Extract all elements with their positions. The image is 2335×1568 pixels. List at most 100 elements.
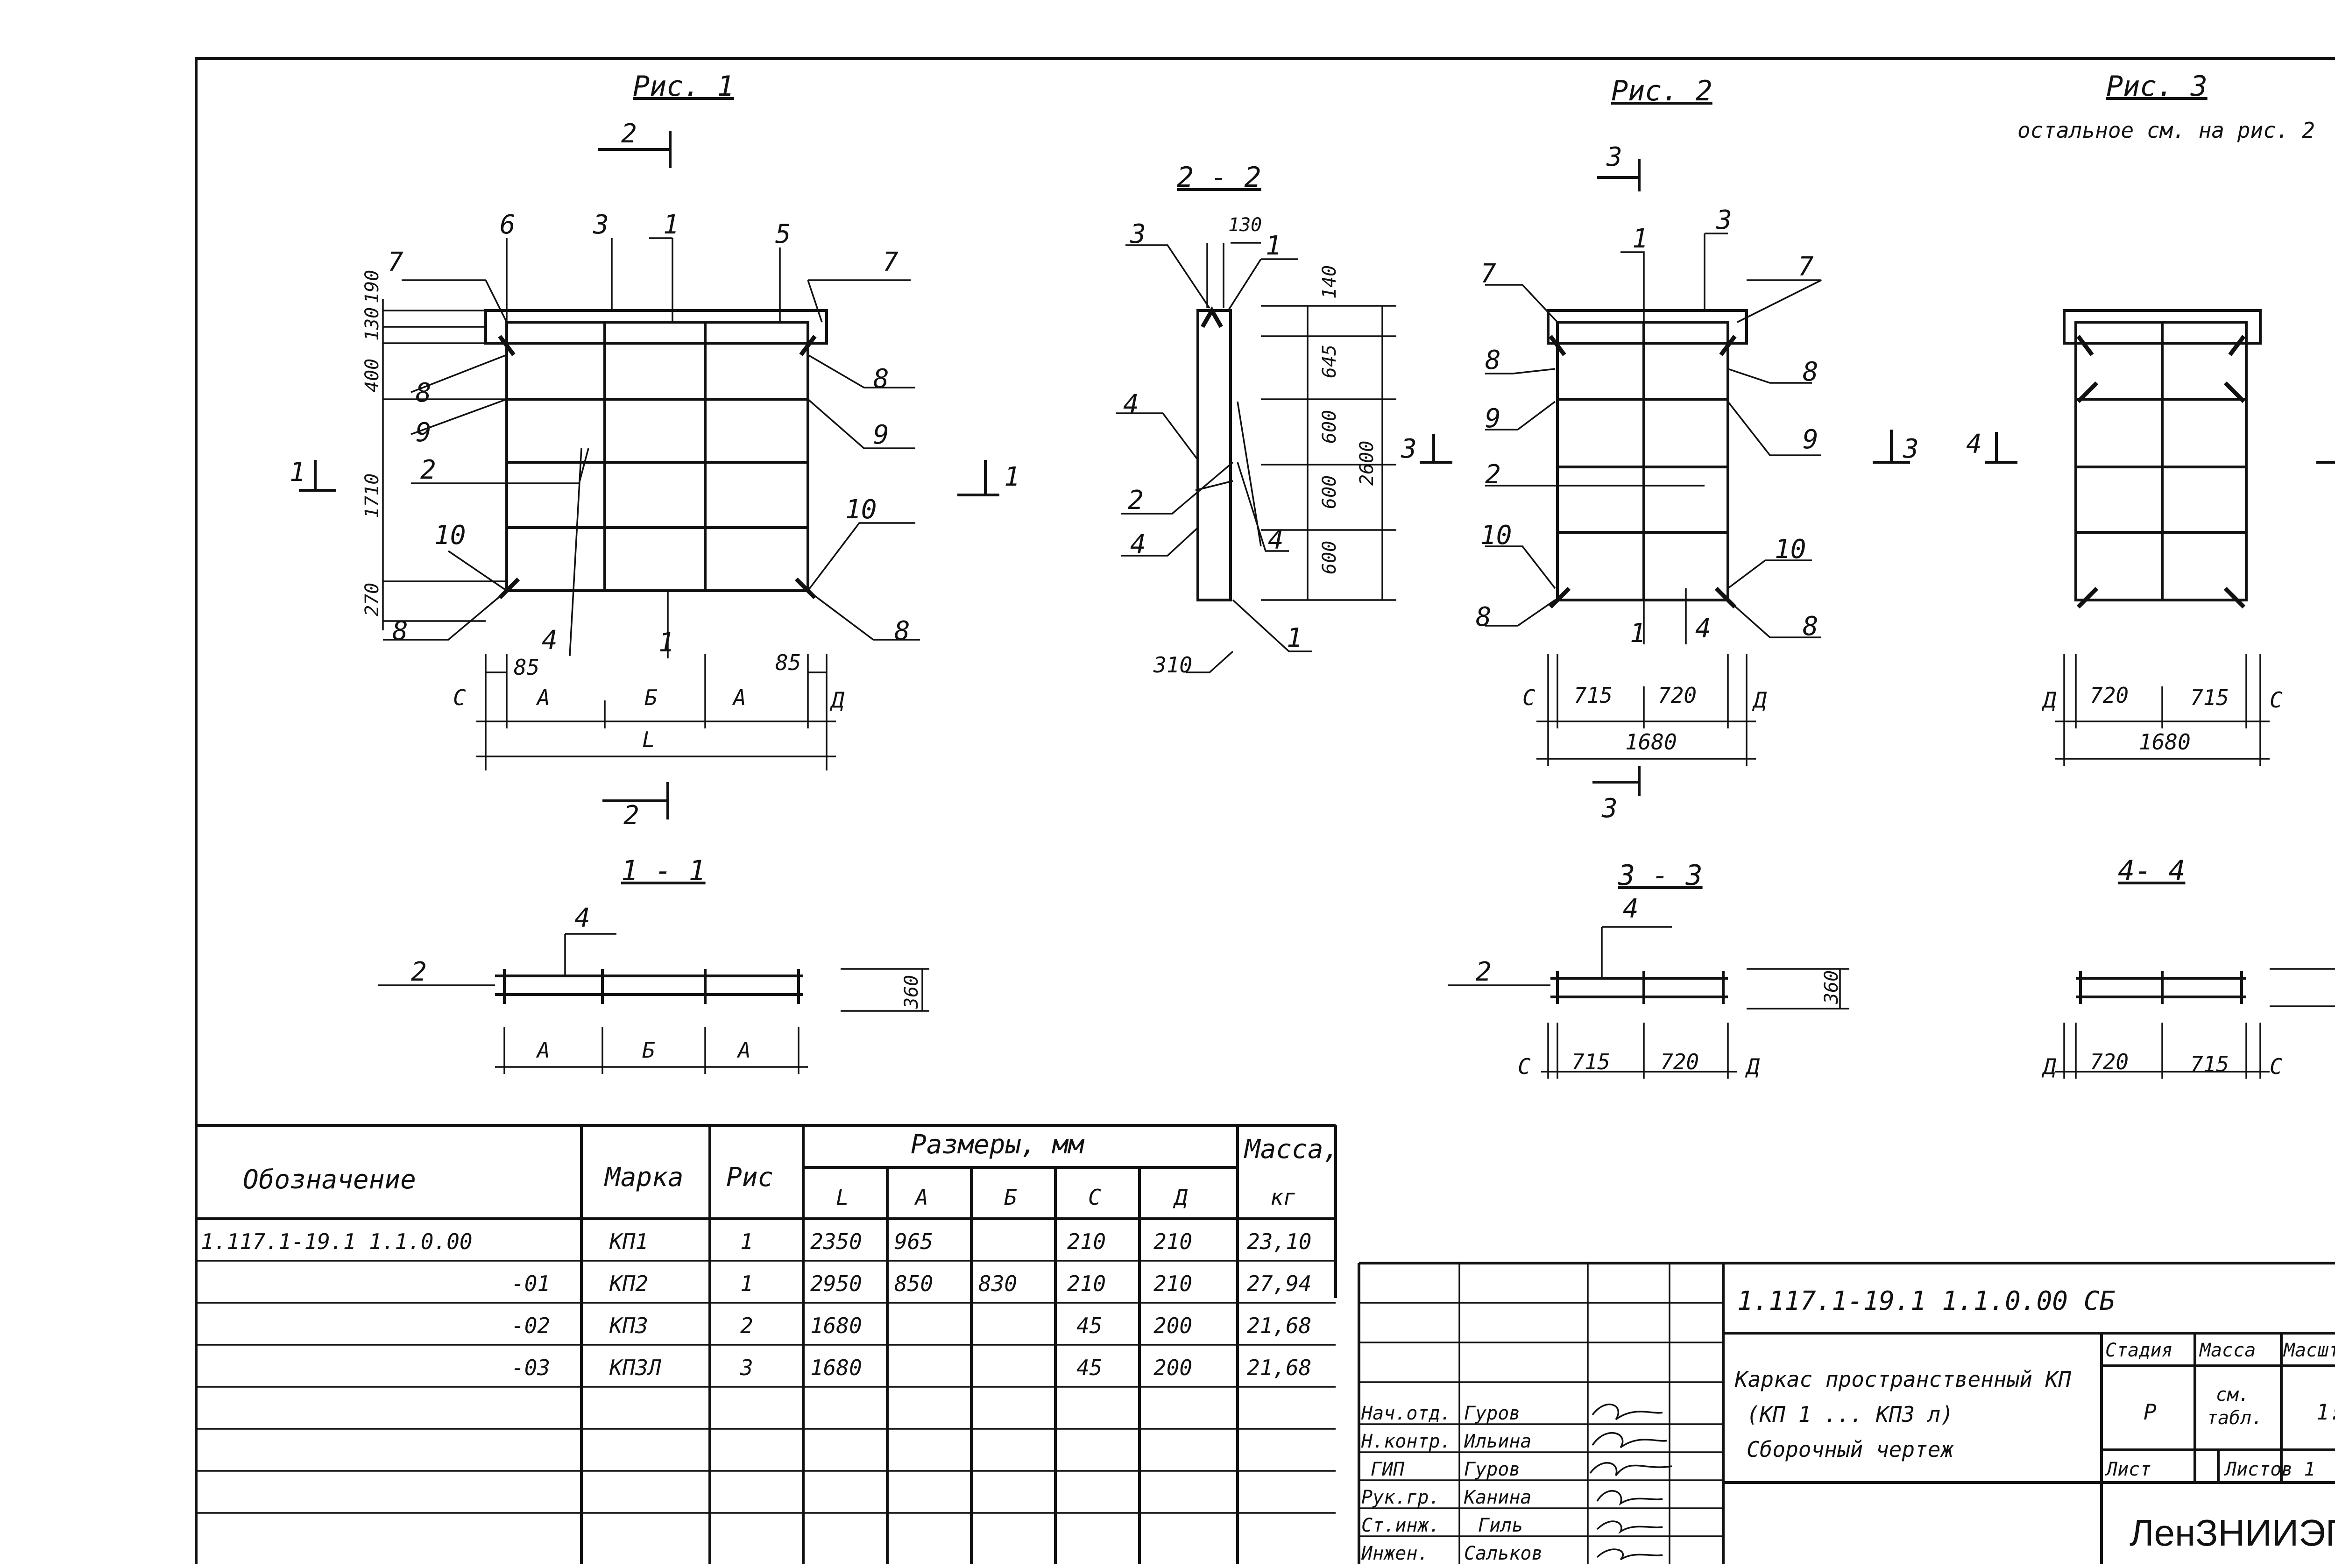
figure-1: Рис. 1 2 2 1 1 6 3 1 5 7 7 8 8 9 9 2 — [290, 70, 1020, 831]
section-marker-4-left — [1985, 432, 2017, 464]
staff-role: Н.контр. — [1361, 1431, 1451, 1452]
figure-2-title: Рис. 2 — [1611, 75, 1712, 107]
dim-B: Б — [642, 1038, 655, 1063]
callout-10: 10 — [1775, 534, 1806, 565]
dim-400: 400 — [361, 359, 383, 392]
dimension-lines-fig3 — [2055, 654, 2270, 766]
vertical-dimensions-fig1: 190 130 400 1710 270 — [361, 270, 383, 616]
callouts-fig1: 6 3 1 5 7 7 8 8 9 9 2 10 10 8 8 4 1 — [388, 210, 910, 658]
callout-8: 8 — [1476, 602, 1492, 632]
table-row: 1.117.1-19.1 1.1.0.00 КП1 1 2350 965 210… — [201, 1229, 1311, 1254]
dim-D: Д — [2041, 687, 2057, 713]
dim-D: Д — [1752, 687, 1767, 713]
section-marker-3-top — [1597, 159, 1641, 191]
subheader-L: L — [836, 1185, 849, 1210]
section-marker-1-left — [299, 460, 336, 492]
section-2-2-leaders-lower — [1116, 401, 1312, 673]
mass-value-line-2: табл. — [2207, 1407, 2263, 1429]
figure-3-note: остальное см. на рис. 2 — [2017, 118, 2315, 143]
cell-L: 1680 — [810, 1355, 862, 1380]
figure-3: Рис. 3 остальное см. на рис. 2 4 4 Д 720… — [1966, 70, 2335, 766]
dim-1680: 1680 — [1625, 729, 1677, 755]
dim-720: 720 — [1660, 1049, 1699, 1074]
dim-85-left: 85 — [514, 655, 539, 680]
staff-list: Нач.отд. Гуров Н.контр. Ильина ГИП Гуров… — [1361, 1403, 1543, 1564]
cell-L: 2950 — [810, 1271, 862, 1296]
top-plate — [484, 309, 828, 345]
cell-mark: КП2 — [609, 1271, 648, 1296]
header-mass: Масса — [2199, 1340, 2256, 1361]
cell-fig: 2 — [740, 1313, 753, 1338]
dim-360: 360 — [1821, 970, 1842, 1004]
callout-2: 2 — [420, 455, 436, 485]
table-row: -02 КП3 2 1680 45 200 21,68 — [511, 1313, 1311, 1338]
dim-130: 130 — [361, 307, 383, 341]
callout-9: 9 — [1803, 424, 1818, 455]
section-1-1-bars — [495, 969, 803, 1004]
staff-table-lines — [1359, 1263, 1723, 1564]
title-block: 1.117.1-19.1 1.1.0.00 СБ Каркас простран… — [1358, 1262, 2335, 1564]
dim-310: 310 — [1153, 652, 1192, 678]
cell-C: 210 — [1067, 1229, 1106, 1254]
section-4-4: 4- 4 360 Д 720 715 C — [2041, 855, 2335, 1079]
sheet-label: Лист — [2105, 1459, 2151, 1480]
section-marker-2-top — [598, 131, 672, 168]
dim-190: 190 — [361, 270, 383, 304]
cell-C: 45 — [1076, 1313, 1102, 1338]
dim-130: 130 — [1228, 214, 1262, 236]
cell-fig: 1 — [740, 1229, 753, 1254]
callout-1: 1 — [658, 628, 674, 658]
section-2-2-title: 2 - 2 — [1177, 161, 1261, 194]
callout-5: 5 — [775, 219, 791, 249]
callout-7: 7 — [388, 247, 403, 277]
scale-value: 1:50 — [2316, 1399, 2335, 1425]
dim-A: A — [536, 1038, 550, 1063]
figure-2: Рис. 2 3 3 3 3 1 3 7 7 8 8 9 9 2 10 10 8… — [1401, 75, 1919, 824]
staff-role: Ст.инж. — [1361, 1515, 1440, 1536]
staff-role: Рук.гр. — [1361, 1487, 1440, 1508]
dim-600: 600 — [1319, 541, 1340, 574]
cell-fig: 3 — [740, 1355, 753, 1380]
table-row: -03 КП3Л 3 1680 45 200 21,68 — [511, 1355, 1311, 1380]
callout-4: 4 — [1123, 389, 1139, 420]
dim-600: 600 — [1319, 475, 1340, 509]
callout-9: 9 — [416, 417, 432, 448]
section-marker-1-right — [957, 460, 999, 496]
callout-8: 8 — [1485, 345, 1501, 375]
cell-D: 200 — [1153, 1355, 1192, 1380]
document-name-line-2: (КП 1 ... КП3 л) — [1747, 1402, 1953, 1427]
staff-role: ГИП — [1371, 1459, 1405, 1480]
section-label: 4 — [1966, 429, 1982, 459]
dim-C: C — [2270, 1054, 2283, 1079]
top-plate — [1547, 309, 1748, 345]
header-sizes: Размеры, мм — [911, 1130, 1085, 1160]
section-label: 3 — [1601, 793, 1618, 824]
dim-270: 270 — [361, 583, 383, 616]
section-marker-3-bottom — [1592, 766, 1641, 796]
callout-4: 4 — [542, 625, 558, 656]
sheet-frame — [195, 57, 2335, 1564]
callout-8: 8 — [416, 378, 432, 408]
subheader-C: C — [1088, 1185, 1101, 1210]
section-4-4-title: 4- 4 — [2118, 855, 2186, 887]
callout-4: 4 — [574, 903, 590, 933]
dim-A: A — [736, 1038, 751, 1063]
subheader-D: Д — [1173, 1185, 1188, 1210]
section-2-2-leaders — [1125, 242, 1298, 311]
mass-value-line-1: см. — [2216, 1384, 2250, 1406]
cell-L: 1680 — [810, 1313, 862, 1338]
callout-2: 2 — [411, 957, 427, 987]
header-stage: Стадия — [2105, 1340, 2173, 1361]
cell-mark: КП3Л — [609, 1355, 661, 1380]
dimensions-fig3: Д 720 715 C 1680 — [2041, 683, 2283, 755]
cell-mass: 27,94 — [1247, 1271, 1311, 1296]
subheader-kg: кг — [1270, 1185, 1296, 1210]
section-2-2-dimension-lines — [1261, 305, 1396, 601]
cell-designation: -01 — [511, 1271, 550, 1296]
cell-designation: -02 — [511, 1313, 550, 1338]
callout-7: 7 — [1798, 252, 1814, 282]
top-hook — [1201, 306, 1223, 328]
cell-designation: -03 — [511, 1355, 550, 1380]
document-name-line-3: Сборочный чертеж — [1747, 1437, 1954, 1462]
subheader-B: Б — [1004, 1185, 1017, 1210]
